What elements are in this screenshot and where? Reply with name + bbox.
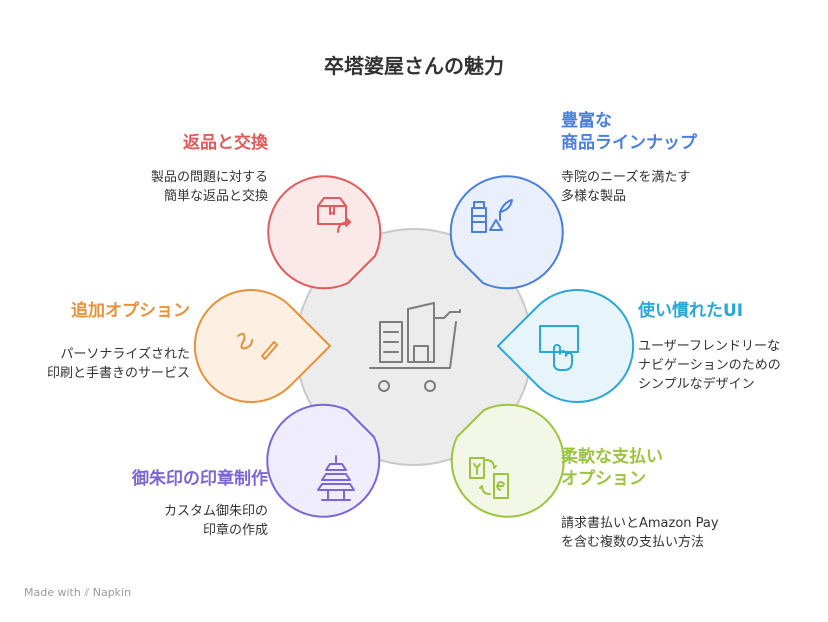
goshuin-desc-line: カスタム御朱印の bbox=[163, 504, 268, 519]
returns-heading-line: 返品と交換 bbox=[183, 133, 268, 153]
node-ui-shape bbox=[497, 289, 635, 403]
handwriting-icon bbox=[237, 332, 278, 360]
node-goshuin-shape bbox=[266, 403, 381, 518]
returns-description: 製品の問題に対する 簡単な返品と交換 bbox=[151, 168, 268, 206]
products-heading-line: 商品ラインナップ bbox=[561, 133, 697, 153]
products-description: 寺院のニーズを満たす 多様な製品 bbox=[561, 168, 690, 206]
returns-desc-line: 簡単な返品と交換 bbox=[163, 189, 268, 204]
products-desc-line: 寺院のニーズを満たす bbox=[561, 170, 691, 185]
ui-desc-line: シンプルなデザイン bbox=[638, 377, 755, 392]
products-desc-line: 多様な製品 bbox=[561, 189, 627, 204]
node-products-shape bbox=[449, 175, 564, 290]
options-desc-line: パーソナライズされた bbox=[60, 347, 190, 362]
options-description: パーソナライズされた 印刷と手書きのサービス bbox=[47, 345, 190, 383]
products-heading: 豊富な 商品ラインナップ bbox=[561, 110, 697, 154]
pagoda-icon bbox=[317, 455, 355, 501]
payment-heading-line: オプション bbox=[561, 469, 646, 489]
ui-desc-line: ユーザーフレンドリーな bbox=[638, 339, 780, 354]
products-icon bbox=[471, 199, 513, 233]
node-options-shape bbox=[193, 289, 331, 403]
goshuin-heading-line: 御朱印の印章制作 bbox=[132, 469, 268, 489]
payment-description: 請求書払いとAmazon Pay を含む複数の支払い方法 bbox=[561, 514, 719, 552]
options-heading: 追加オプション bbox=[71, 300, 190, 322]
currency-exchange-icon bbox=[469, 457, 509, 499]
options-desc-line: 印刷と手書きのサービス bbox=[46, 366, 190, 381]
shopping-cart-icon bbox=[369, 302, 461, 392]
ui-heading: 使い慣れたUI bbox=[638, 300, 743, 322]
node-returns-shape bbox=[267, 175, 382, 290]
touch-screen-icon bbox=[539, 325, 579, 371]
napkin-logo-icon: ⫽ bbox=[84, 586, 90, 599]
ui-heading-line: 使い慣れたUI bbox=[638, 301, 744, 321]
payment-desc-line: を含む複数の支払い方法 bbox=[561, 535, 705, 550]
payment-heading-line: 柔軟な支払い bbox=[561, 447, 663, 467]
page-title: 卒塔婆屋さんの魅力 bbox=[324, 54, 504, 78]
returns-heading: 返品と交換 bbox=[183, 132, 268, 154]
goshuin-description: カスタム御朱印の 印章の作成 bbox=[164, 502, 268, 540]
products-heading-line: 豊富な bbox=[561, 111, 612, 131]
ui-description: ユーザーフレンドリーな ナビゲーションのための シンプルなデザイン bbox=[638, 337, 781, 394]
box-return-icon bbox=[317, 197, 351, 233]
ui-desc-line: ナビゲーションのための bbox=[638, 358, 781, 373]
goshuin-heading: 御朱印の印章制作 bbox=[132, 468, 268, 490]
payment-desc-line: 請求書払いとAmazon Pay bbox=[561, 516, 719, 531]
returns-desc-line: 製品の問題に対する bbox=[150, 170, 268, 185]
goshuin-desc-line: 印章の作成 bbox=[202, 523, 268, 538]
footer-credit: Made with ⫽ Napkin bbox=[24, 586, 131, 600]
payment-heading: 柔軟な支払い オプション bbox=[561, 446, 663, 490]
options-heading-line: 追加オプション bbox=[71, 301, 190, 321]
footer-brand: Napkin bbox=[92, 586, 132, 599]
footer-made-with: Made with bbox=[24, 586, 81, 599]
